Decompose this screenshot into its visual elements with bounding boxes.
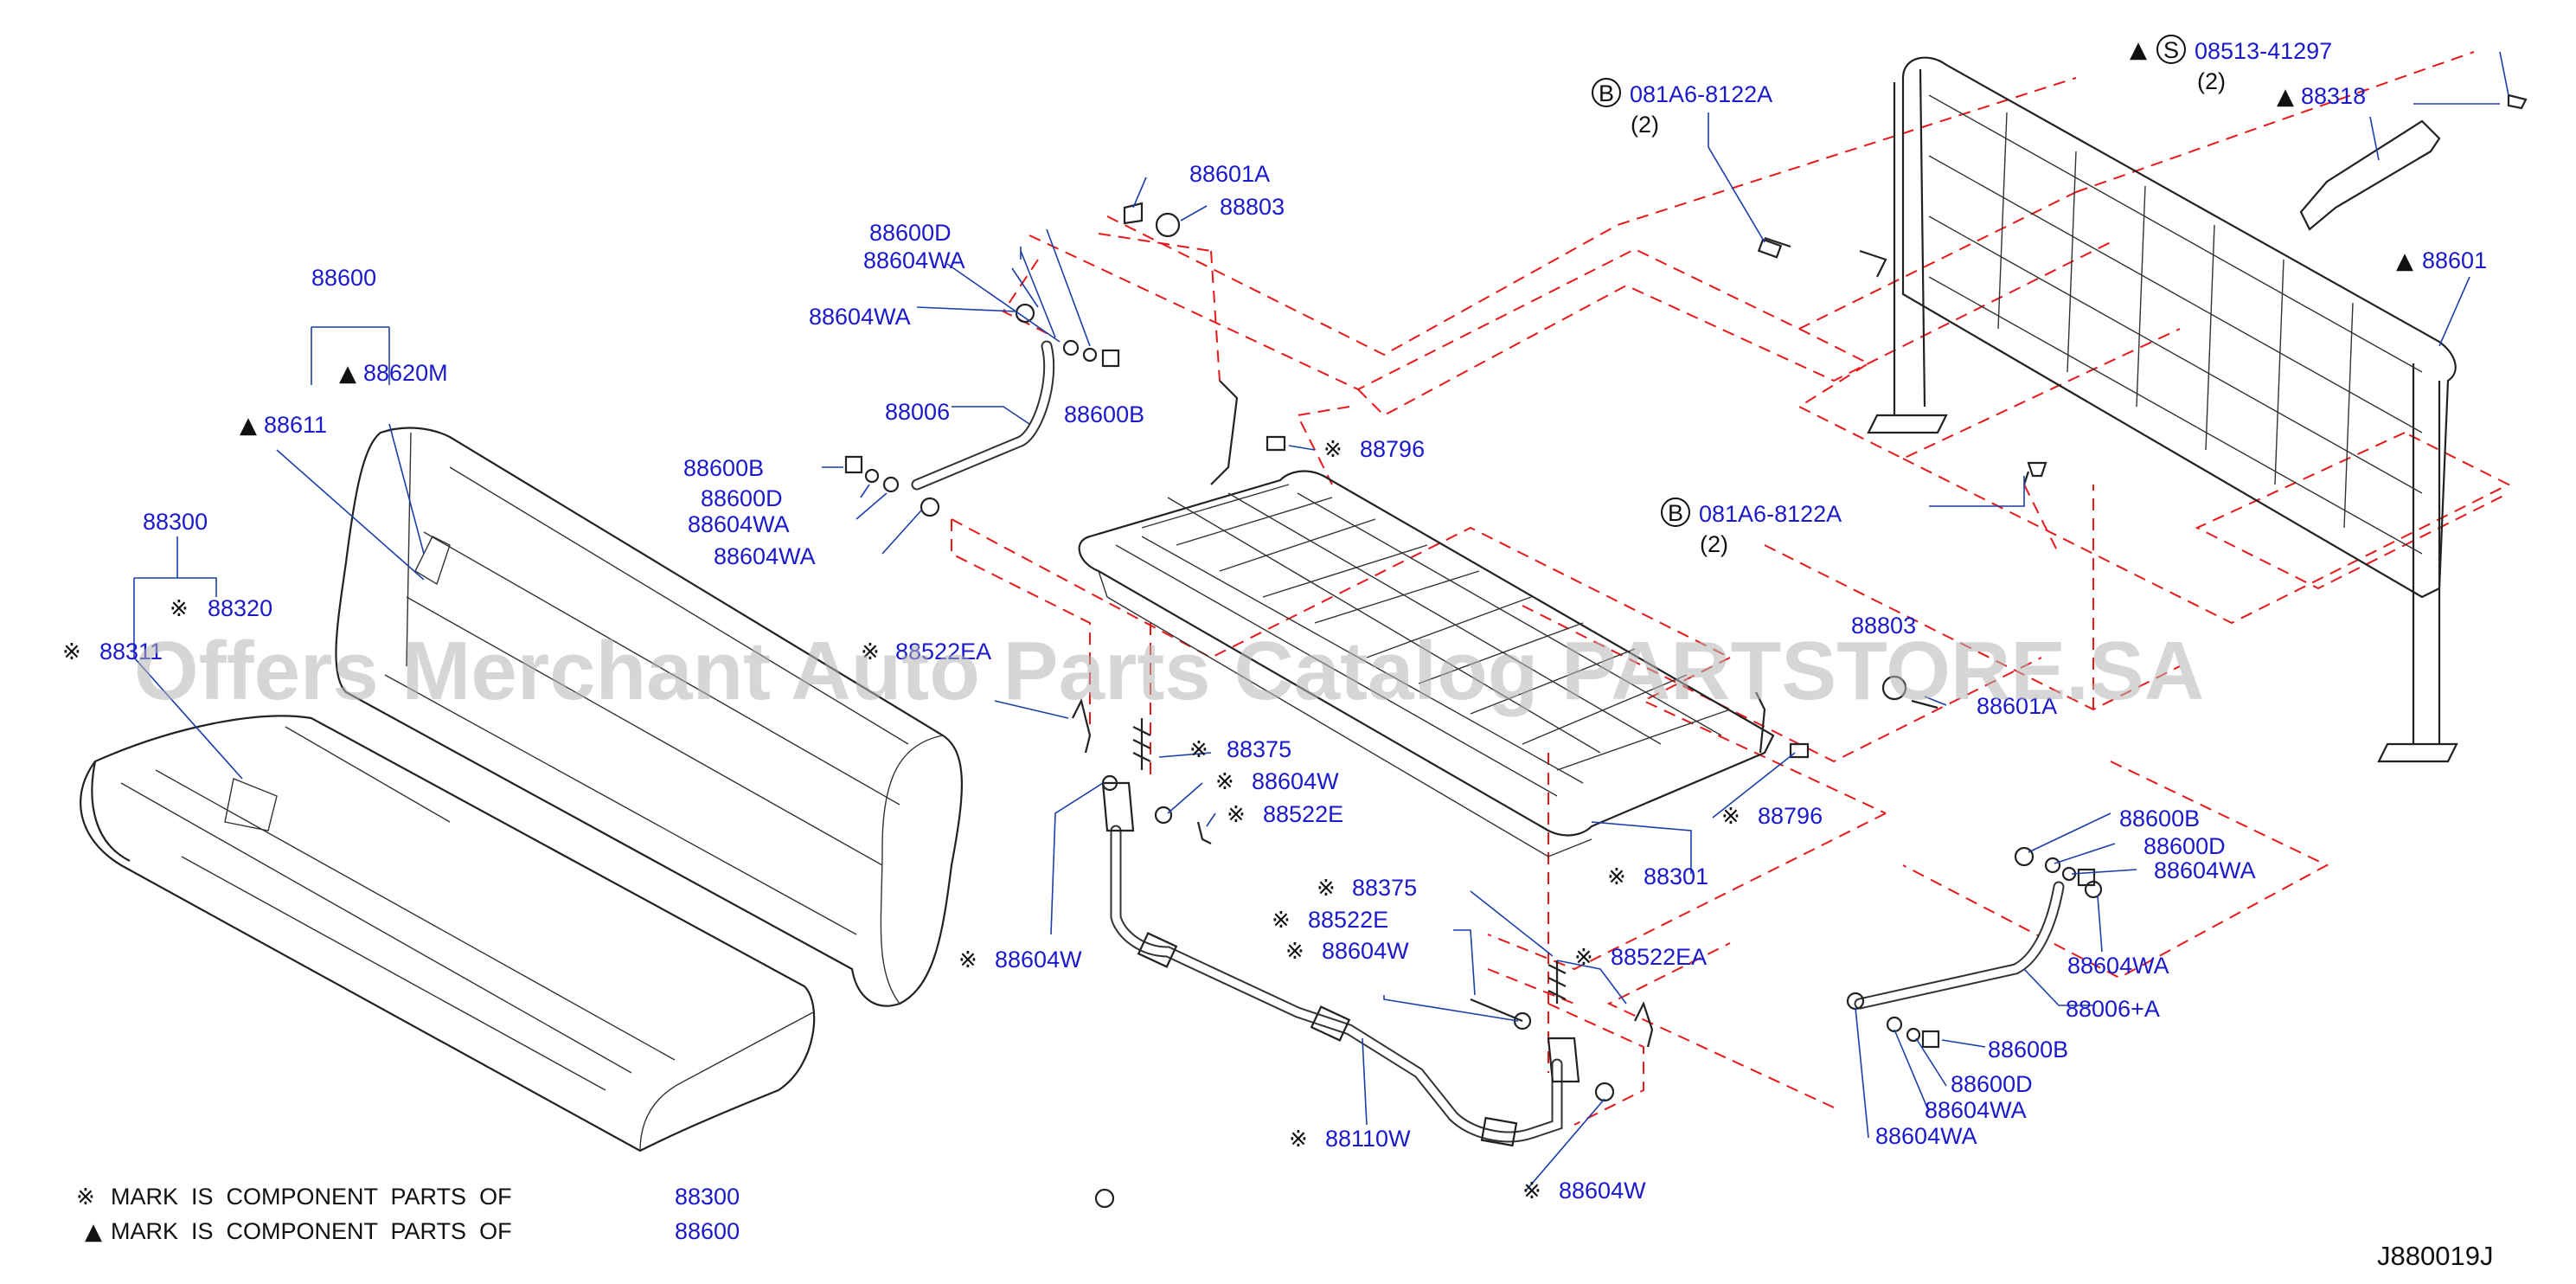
label-88600d[interactable]: 88600D (2143, 833, 2226, 859)
label-88600[interactable]: 88600 (311, 265, 376, 291)
label-88604w[interactable]: 88604W (995, 947, 1082, 973)
seat-cushion (80, 715, 816, 1152)
torsion-bar-88110w (1101, 781, 1580, 1147)
label-88601a[interactable]: 88601A (1189, 161, 1270, 187)
part-labels: 88600 ▲ 88620M ▲ 88611 88300 ※ 88320 ※ 8… (62, 35, 2487, 1204)
triangle-mark-icon: ▲ (85, 1219, 102, 1245)
label-88375[interactable]: 88375 (1352, 875, 1417, 901)
kome-mark-icon: ※ (1289, 1127, 1308, 1152)
label-88375[interactable]: 88375 (1227, 736, 1291, 762)
label-88600b[interactable]: 88600B (1988, 1037, 2068, 1063)
label-88604wa[interactable]: 88604WA (809, 304, 911, 330)
label-88600b[interactable]: 88600B (2119, 806, 2200, 831)
legend-part[interactable]: 88300 (675, 1184, 740, 1210)
bolt-b-mark: B (1599, 80, 1614, 106)
label-88611[interactable]: 88611 (264, 412, 327, 438)
label-88110w[interactable]: 88110W (1325, 1126, 1411, 1152)
kome-mark-icon: ※ (1215, 769, 1234, 795)
kome-mark-icon: ※ (1317, 876, 1336, 902)
label-88600b[interactable]: 88600B (683, 455, 764, 481)
legend-text: MARK IS COMPONENT PARTS OF (111, 1218, 512, 1244)
legend-text: MARK IS COMPONENT PARTS OF (111, 1184, 512, 1210)
label-88604wa[interactable]: 88604WA (2154, 857, 2256, 883)
kome-mark-icon: ※ (1721, 804, 1740, 830)
kome-mark-icon: ※ (1607, 864, 1626, 890)
label-88522e[interactable]: 88522E (1263, 801, 1343, 827)
kome-mark-icon: ※ (1189, 737, 1208, 763)
label-081a6-8122a[interactable]: 081A6-8122A (1630, 81, 1772, 107)
watermark: Offers Merchant Auto Parts Catalog PARTS… (134, 625, 2204, 717)
label-88601[interactable]: 88601 (2422, 247, 2487, 273)
bolt-b-circle-icon (1661, 498, 1690, 527)
label-88522ea[interactable]: 88522EA (1611, 944, 1707, 970)
diagram-code: J880019J (2377, 1241, 2493, 1271)
qty-label: (2) (2197, 68, 2226, 94)
hardware (844, 93, 2528, 1209)
label-081a6-8122a[interactable]: 081A6-8122A (1699, 501, 1842, 527)
label-08513-41297[interactable]: 08513-41297 (2195, 38, 2332, 64)
kome-mark-icon: ※ (1227, 802, 1246, 828)
bracket-88318 (2299, 119, 2441, 231)
back-panel-frame (1859, 56, 2458, 763)
label-88600d[interactable]: 88600D (701, 485, 783, 511)
label-88320[interactable]: 88320 (208, 595, 272, 621)
label-88006[interactable]: 88006 (885, 399, 950, 425)
screw-s-circle-icon (2156, 35, 2186, 64)
label-88600d[interactable]: 88600D (869, 220, 952, 246)
legend: ※ MARK IS COMPONENT PARTS OF 88300 ▲ MAR… (76, 1184, 740, 1245)
label-88620m[interactable]: 88620M (363, 360, 448, 386)
label-88604wa[interactable]: 88604WA (863, 247, 965, 273)
label-88604wa[interactable]: 88604WA (1875, 1123, 1977, 1149)
link-rod-88006 (911, 340, 1055, 491)
label-88604wa[interactable]: 88604WA (714, 543, 816, 569)
label-88796[interactable]: 88796 (1360, 436, 1425, 462)
kome-mark-icon: ※ (76, 1184, 95, 1210)
triangle-mark-icon: ▲ (2277, 84, 2294, 110)
label-88601a[interactable]: 88601A (1977, 693, 2057, 719)
kome-mark-icon: ※ (1522, 1178, 1541, 1204)
kome-mark-icon: ※ (1272, 908, 1291, 934)
label-88522e[interactable]: 88522E (1308, 907, 1388, 933)
label-88604w[interactable]: 88604W (1252, 768, 1339, 794)
seat-frame (1078, 380, 1775, 857)
label-88311[interactable]: 88311 (99, 639, 163, 664)
qty-label: (2) (1700, 531, 1728, 557)
kome-mark-icon: ※ (62, 639, 81, 665)
kome-mark-icon: ※ (958, 947, 977, 973)
label-88803[interactable]: 88803 (1851, 613, 1916, 639)
legend-part[interactable]: 88600 (675, 1218, 740, 1244)
label-88604wa[interactable]: 88604WA (1925, 1097, 2027, 1123)
label-88604w[interactable]: 88604W (1559, 1178, 1646, 1204)
screw-s-mark: S (2163, 37, 2179, 63)
label-88301[interactable]: 88301 (1644, 863, 1708, 889)
kome-mark-icon: ※ (861, 639, 880, 665)
label-88604wa[interactable]: 88604WA (2067, 953, 2169, 979)
seat-back (335, 427, 964, 1007)
triangle-mark-icon: ▲ (240, 413, 257, 439)
leader-lines (133, 51, 2509, 1191)
label-88604wa[interactable]: 88604WA (688, 511, 790, 537)
triangle-mark-icon: ▲ (339, 361, 356, 387)
label-88604w[interactable]: 88604W (1322, 938, 1409, 964)
label-88300[interactable]: 88300 (143, 509, 208, 535)
link-rod-88006a (1854, 881, 2065, 1010)
triangle-mark-icon: ▲ (2396, 248, 2413, 274)
bolt-b-circle-icon (1592, 78, 1621, 107)
label-88600d[interactable]: 88600D (1951, 1071, 2033, 1097)
kome-mark-icon: ※ (1323, 437, 1342, 463)
label-88803[interactable]: 88803 (1220, 194, 1285, 220)
kome-mark-icon: ※ (170, 596, 189, 622)
label-88522ea[interactable]: 88522EA (895, 639, 991, 664)
bolt-b-mark: B (1668, 500, 1683, 526)
label-88006a[interactable]: 88006+A (2066, 996, 2160, 1022)
triangle-mark-icon: ▲ (2130, 37, 2147, 63)
label-88600b[interactable]: 88600B (1064, 401, 1144, 427)
label-88318[interactable]: 88318 (2301, 83, 2366, 109)
label-88796[interactable]: 88796 (1758, 803, 1823, 829)
kome-mark-icon: ※ (1285, 939, 1304, 965)
kome-mark-icon: ※ (1574, 945, 1593, 971)
qty-label: (2) (1631, 112, 1659, 138)
